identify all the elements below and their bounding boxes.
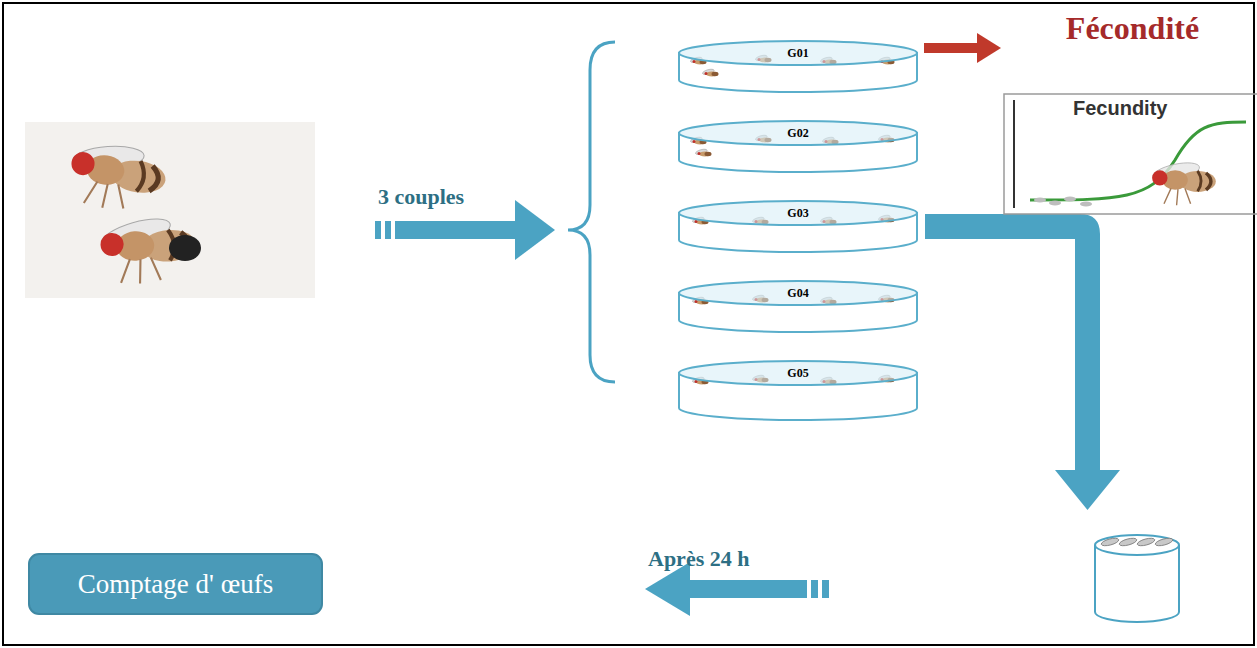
petri-dish: G04: [678, 280, 918, 332]
dish-top: [679, 281, 917, 305]
egg: [1034, 198, 1046, 203]
fly: [702, 68, 719, 76]
fly: [1151, 159, 1216, 205]
axis: [1013, 100, 1015, 208]
petri-dish: G03: [678, 200, 918, 252]
egg: [1101, 537, 1120, 547]
egg-dish: [1095, 535, 1179, 622]
fly-abdomen-tip: [169, 235, 201, 261]
dish-label: G03: [787, 206, 808, 220]
curve: [1030, 122, 1246, 200]
panel-heading: Fécondité: [1003, 8, 1257, 48]
arrow-stripe: [822, 580, 829, 598]
frame: [3, 3, 1254, 645]
arrow-body: [688, 580, 807, 598]
egg: [1080, 202, 1092, 207]
egg: [1137, 537, 1156, 547]
fly-photo: [25, 122, 315, 298]
dish-label: G05: [787, 366, 808, 380]
inset-frame: [1004, 94, 1257, 214]
dish-label: G02: [787, 126, 808, 140]
bent-arrow: [925, 214, 1120, 510]
arrow-stripe: [811, 580, 818, 598]
dish-top: [1095, 535, 1179, 555]
arrow-stripe: [385, 221, 391, 239]
petri-dish: G05: [678, 360, 918, 420]
box-shape: [29, 554, 322, 614]
egg: [1119, 537, 1138, 547]
box-label: Comptage d' œufs: [78, 569, 273, 600]
petri-dish: G01: [678, 40, 918, 92]
photo-ground: [25, 122, 315, 298]
dish-top: [679, 41, 917, 65]
arrow-head: [515, 200, 555, 260]
dish-top: [679, 361, 917, 385]
fly-male: [65, 134, 170, 216]
arrow-label: Après 24 h: [648, 546, 749, 572]
dish-top: [679, 121, 917, 145]
panel-title: Fecundity: [1073, 96, 1257, 120]
fecundity-panel: FéconditéFecundity: [1003, 8, 1257, 215]
arrow-label: 3 couples: [378, 184, 464, 210]
petri-dish: G02: [678, 120, 918, 172]
dish-body: [1095, 545, 1179, 622]
process-box: Comptage d' œufs: [28, 553, 323, 615]
egg: [1155, 537, 1174, 547]
arrow-stripe: [375, 221, 381, 239]
red-arrow: [924, 43, 977, 53]
dish-label: G01: [787, 46, 808, 60]
dish-top: [679, 201, 917, 225]
dish-label: G04: [787, 286, 808, 300]
curly-bracket: [568, 42, 615, 382]
egg: [1049, 201, 1061, 206]
egg: [1064, 197, 1076, 202]
fly: [695, 148, 712, 156]
arrow-body: [395, 221, 517, 239]
